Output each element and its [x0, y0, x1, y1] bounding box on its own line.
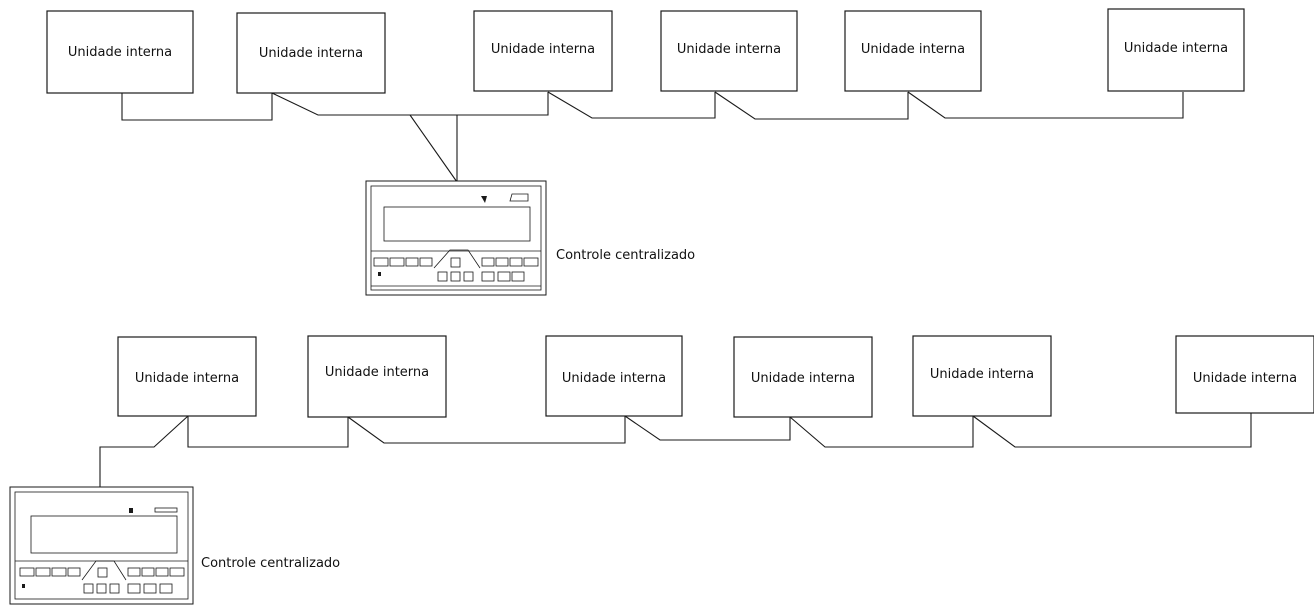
bottom-unit-5: Unidade interna [912, 335, 1052, 417]
bottom-unit-6: Unidade interna [1175, 335, 1314, 414]
top-unit-4: Unidade interna [660, 10, 798, 92]
bottom-controller-device [9, 486, 194, 605]
bottom-unit-3-label: Unidade interna [562, 371, 666, 386]
top-unit-2-label: Unidade interna [259, 46, 363, 61]
top-unit-5-label: Unidade interna [861, 42, 965, 57]
bottom-unit-4-label: Unidade interna [751, 371, 855, 386]
bottom-unit-1: Unidade interna [117, 336, 257, 417]
top-controller-device [365, 180, 547, 296]
top-unit-1-label: Unidade interna [68, 45, 172, 60]
bottom-unit-1-label: Unidade interna [135, 371, 239, 386]
top-unit-6: Unidade interna [1107, 8, 1245, 92]
bottom-unit-3: Unidade interna [545, 335, 683, 417]
top-controller-label: Controle centralizado [556, 248, 695, 263]
bottom-controller-label: Controle centralizado [201, 556, 340, 571]
bottom-controller-wire [99, 415, 189, 488]
bottom-unit-2: Unidade interna [307, 335, 447, 418]
top-unit-5: Unidade interna [844, 10, 982, 92]
top-unit-4-label: Unidade interna [677, 42, 781, 57]
top-unit-3: Unidade interna [473, 10, 613, 92]
top-unit-2: Unidade interna [236, 12, 386, 94]
top-diagram: Unidade interna Unidade interna Unidade … [46, 8, 1245, 296]
top-unit-3-label: Unidade interna [491, 42, 595, 57]
bottom-bus-wire [187, 413, 1252, 448]
bottom-unit-2-label: Unidade interna [325, 365, 429, 380]
top-unit-1: Unidade interna [46, 10, 194, 94]
top-bus-wire [121, 91, 1184, 121]
bottom-diagram: Unidade interna Unidade interna Unidade … [9, 335, 1314, 605]
bottom-unit-6-label: Unidade interna [1193, 371, 1297, 386]
top-controller-wire [409, 114, 458, 183]
bottom-unit-5-label: Unidade interna [930, 367, 1034, 382]
bottom-unit-4: Unidade interna [733, 336, 873, 418]
top-unit-6-label: Unidade interna [1124, 41, 1228, 56]
